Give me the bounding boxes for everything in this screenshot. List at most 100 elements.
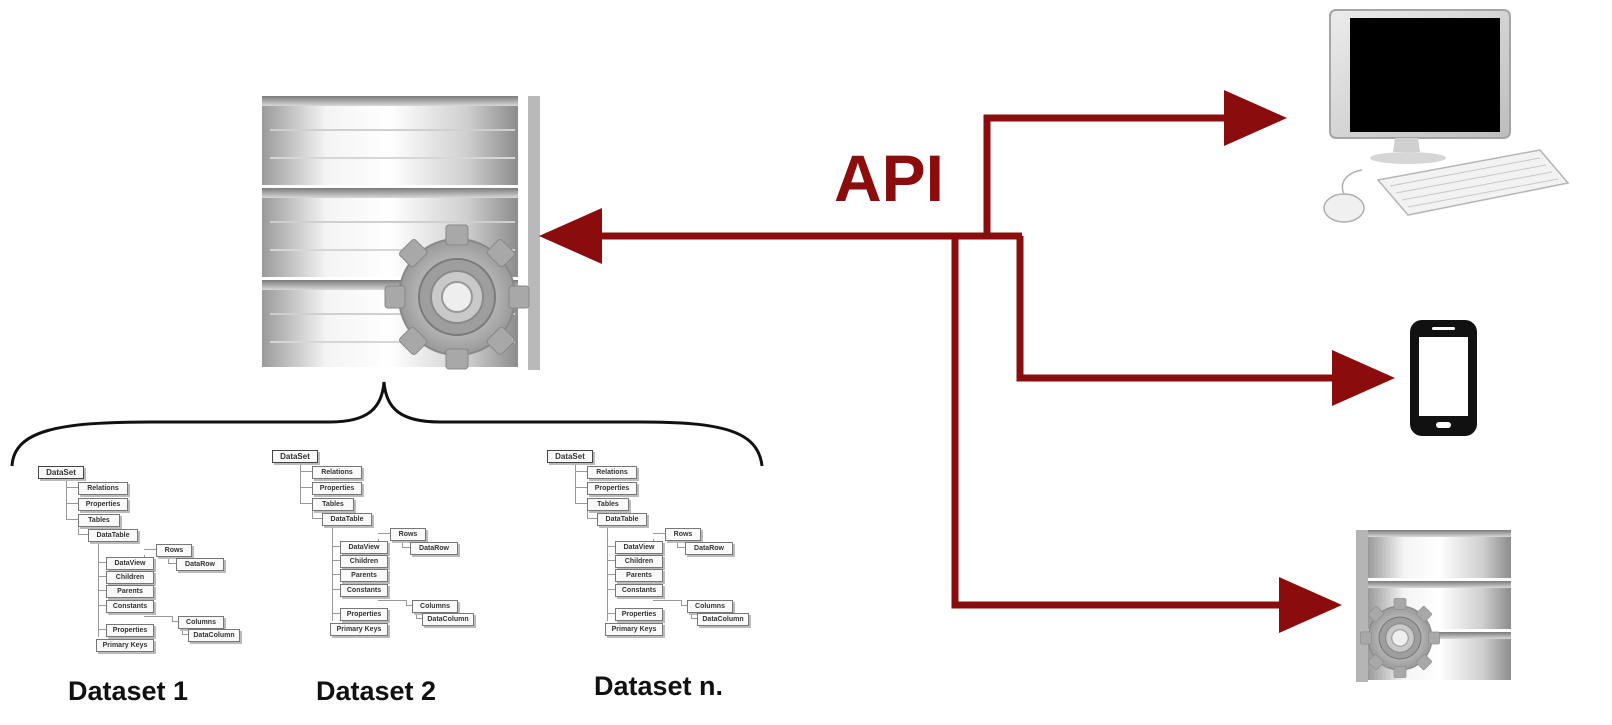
tree-node-datatable: DataTable	[322, 513, 372, 526]
tree-node-properties: Properties	[78, 498, 128, 511]
tree-connector-line	[300, 463, 301, 504]
tree-node-children: Children	[340, 555, 388, 568]
tree-node-datacolumn: DataColumn	[188, 629, 240, 642]
tree-connector-line	[66, 503, 78, 504]
tree-node-properties: Properties	[312, 482, 362, 495]
tree-connector-line	[416, 611, 417, 619]
tree-node-root: DataSet	[547, 450, 593, 463]
tree-connector-line	[168, 555, 169, 564]
tree-connector-line	[300, 503, 312, 504]
keyboard-icon	[1376, 149, 1570, 216]
dataset-grouping-brace	[10, 381, 764, 467]
tree-connector-line	[691, 618, 697, 619]
smartphone-icon	[1410, 320, 1477, 436]
desktop-computer-icon	[1323, 9, 1570, 223]
tree-connector-line	[312, 518, 322, 519]
tree-connector-line	[406, 605, 412, 606]
tree-node-parents: Parents	[340, 569, 388, 582]
tree-connector-line	[681, 605, 687, 606]
dataset-tree-1: DataSet Relations Properties Tables Data…	[36, 466, 246, 686]
dataset-1-label: Dataset 1	[68, 676, 189, 706]
tree-node-pkeys: Primary Keys	[96, 639, 154, 652]
tree-connector-line	[677, 539, 678, 548]
tree-connector-line	[406, 600, 407, 605]
api-connectors	[539, 90, 1395, 633]
tree-node-relations: Relations	[312, 466, 362, 479]
tree-node-parents: Parents	[106, 585, 154, 598]
tree-connector-line	[98, 576, 106, 577]
tree-connector-line	[378, 533, 390, 534]
tree-node-rows: Rows	[390, 528, 426, 541]
tree-connector-line	[607, 546, 615, 547]
api-to-desktop-arrow	[983, 90, 1287, 236]
tree-connector-line	[587, 518, 597, 519]
tree-connector-line	[332, 546, 340, 547]
tree-connector-line	[575, 487, 587, 488]
tree-node-root: DataSet	[38, 466, 84, 479]
tree-connector-line	[681, 600, 682, 605]
tree-connector-line	[144, 549, 156, 550]
tree-node-datarow: DataRow	[685, 542, 733, 555]
tree-connector-line	[332, 560, 340, 561]
tree-node-relations: Relations	[587, 466, 637, 479]
tree-node-dataview: DataView	[340, 541, 388, 554]
tree-node-tprops: Properties	[615, 608, 663, 621]
tree-connector-line	[300, 487, 312, 488]
tree-node-columns: Columns	[412, 600, 458, 613]
tree-connector-line	[677, 547, 685, 548]
tree-node-rows: Rows	[156, 544, 192, 557]
tree-connector-line	[98, 590, 106, 591]
tree-connector-line	[66, 479, 67, 520]
tree-node-properties: Properties	[587, 482, 637, 495]
tree-node-columns: Columns	[687, 600, 733, 613]
tree-node-tprops: Properties	[106, 624, 154, 637]
tree-connector-line	[416, 618, 422, 619]
tree-connector-line	[332, 524, 333, 621]
tree-connector-line	[66, 519, 78, 520]
tree-connector-line	[144, 616, 172, 617]
tree-node-children: Children	[106, 571, 154, 584]
tree-connector-line	[607, 574, 615, 575]
tree-connector-line	[575, 503, 587, 504]
tree-node-constants: Constants	[615, 584, 663, 597]
tree-node-columns: Columns	[178, 616, 224, 629]
tree-connector-line	[332, 589, 340, 590]
tree-connector-line	[607, 589, 615, 590]
database-disk-top	[262, 96, 518, 185]
tree-connector-line	[332, 574, 340, 575]
tree-node-tables: Tables	[78, 514, 120, 527]
dataset-n-label: Dataset n.	[594, 671, 724, 701]
tree-connector-line	[300, 471, 312, 472]
tree-connector-line	[607, 613, 615, 614]
tree-connector-line	[172, 621, 178, 622]
tree-connector-line	[607, 524, 608, 621]
tree-node-datarow: DataRow	[410, 542, 458, 555]
tree-node-datacolumn: DataColumn	[697, 613, 749, 626]
tree-connector-line	[168, 563, 176, 564]
tree-connector-line	[98, 562, 106, 563]
tree-connector-line	[653, 533, 665, 534]
gear-icon	[1360, 598, 1440, 678]
tree-connector-line	[98, 540, 99, 637]
tree-node-datatable: DataTable	[597, 513, 647, 526]
dataset-tree-n: DataSet Relations Properties Tables Data…	[545, 450, 755, 670]
small-database-server-icon	[1356, 530, 1511, 682]
tree-connector-line	[98, 629, 106, 630]
tree-node-constants: Constants	[106, 600, 154, 613]
tree-connector-line	[66, 487, 78, 488]
api-label: API	[834, 141, 945, 215]
tree-connector-line	[378, 600, 406, 601]
tree-node-datarow: DataRow	[176, 558, 224, 571]
tree-connector-line	[78, 526, 79, 535]
tree-node-dataview: DataView	[106, 557, 154, 570]
tree-node-tprops: Properties	[340, 608, 388, 621]
api-to-smartphone-arrow	[1016, 236, 1395, 406]
database-server-icon	[262, 96, 540, 370]
tree-connector-line	[575, 471, 587, 472]
tree-connector-line	[172, 616, 173, 621]
tree-node-root: DataSet	[272, 450, 318, 463]
tree-connector-line	[653, 600, 681, 601]
tree-node-pkeys: Primary Keys	[330, 623, 388, 636]
tree-node-relations: Relations	[78, 482, 128, 495]
